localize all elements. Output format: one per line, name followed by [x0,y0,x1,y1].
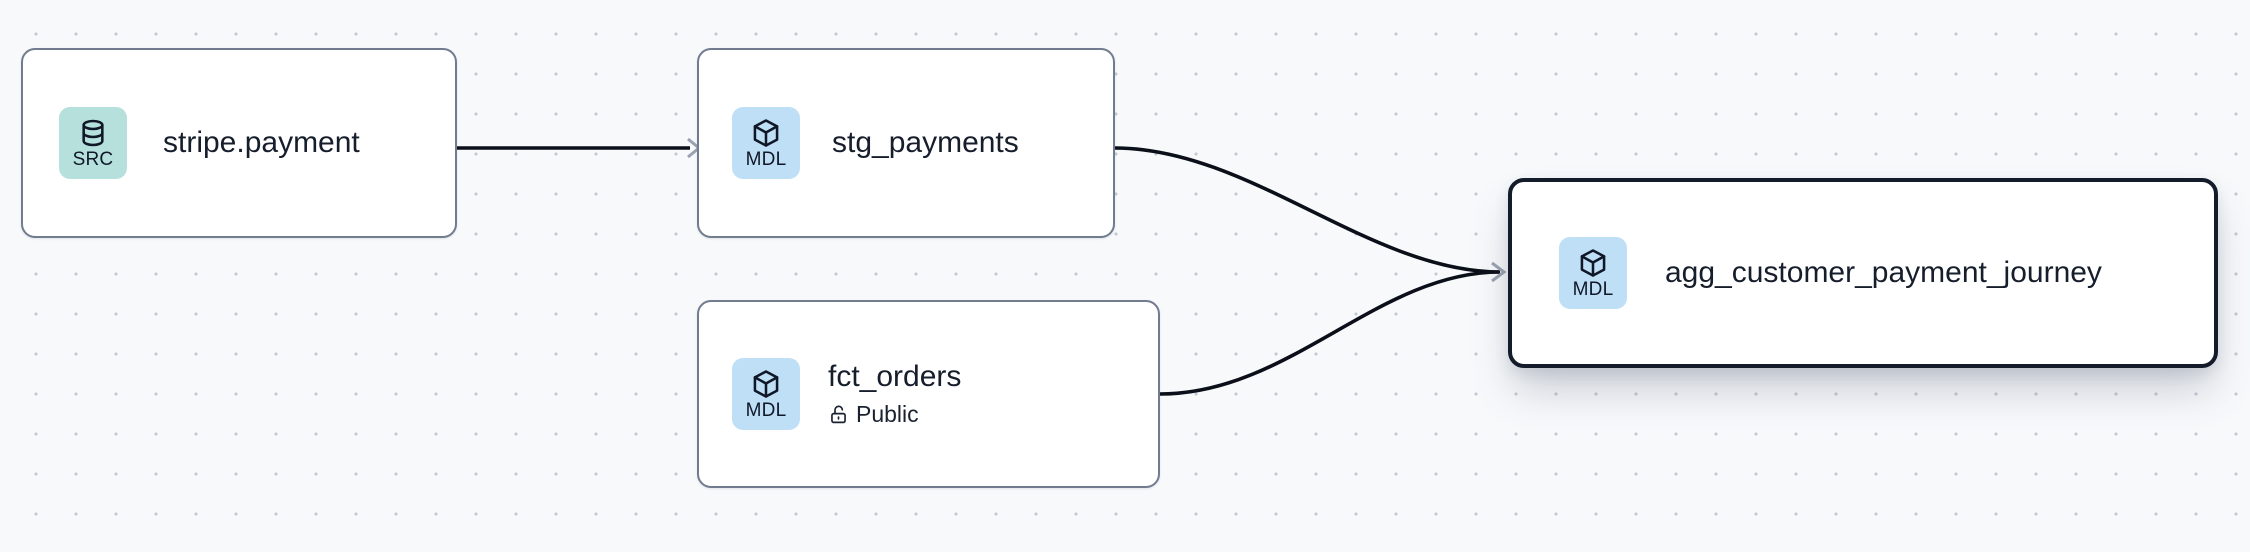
node-type-badge-mdl: MDL [1559,237,1627,309]
edge-stripe-to-stg [457,137,702,159]
node-fct-orders[interactable]: MDL fct_orders Public [697,300,1160,488]
node-type-badge-mdl: MDL [732,107,800,179]
badge-label: MDL [1572,279,1614,300]
edge-fct-to-agg [1159,270,1501,396]
node-stg-payments[interactable]: MDL stg_payments [697,48,1115,238]
database-icon [77,117,109,149]
badge-label: MDL [745,149,787,170]
node-body: stripe.payment [163,125,360,161]
badge-label: SRC [72,149,114,170]
node-body: agg_customer_payment_journey [1665,255,2102,291]
node-title: fct_orders [828,360,962,393]
node-stripe-payment[interactable]: SRC stripe.payment [21,48,457,238]
node-type-badge-src: SRC [59,107,127,179]
node-title: stg_payments [832,126,1019,159]
edge-arrowhead-agg [1491,261,1507,283]
node-type-badge-mdl: MDL [732,358,800,430]
node-visibility: Public [828,399,961,429]
node-agg-customer-payment-journey[interactable]: MDL agg_customer_payment_journey [1508,178,2218,368]
unlock-icon [828,404,849,425]
badge-label: MDL [745,400,787,421]
node-body: stg_payments [832,125,1019,161]
node-title: stripe.payment [163,126,360,159]
cube-icon [750,117,782,149]
cube-icon [1577,247,1609,279]
cube-icon [750,368,782,400]
edge-stg-to-agg [1114,146,1501,274]
node-title: agg_customer_payment_journey [1665,256,2102,289]
node-visibility-label: Public [856,401,919,427]
node-body: fct_orders Public [828,359,961,429]
